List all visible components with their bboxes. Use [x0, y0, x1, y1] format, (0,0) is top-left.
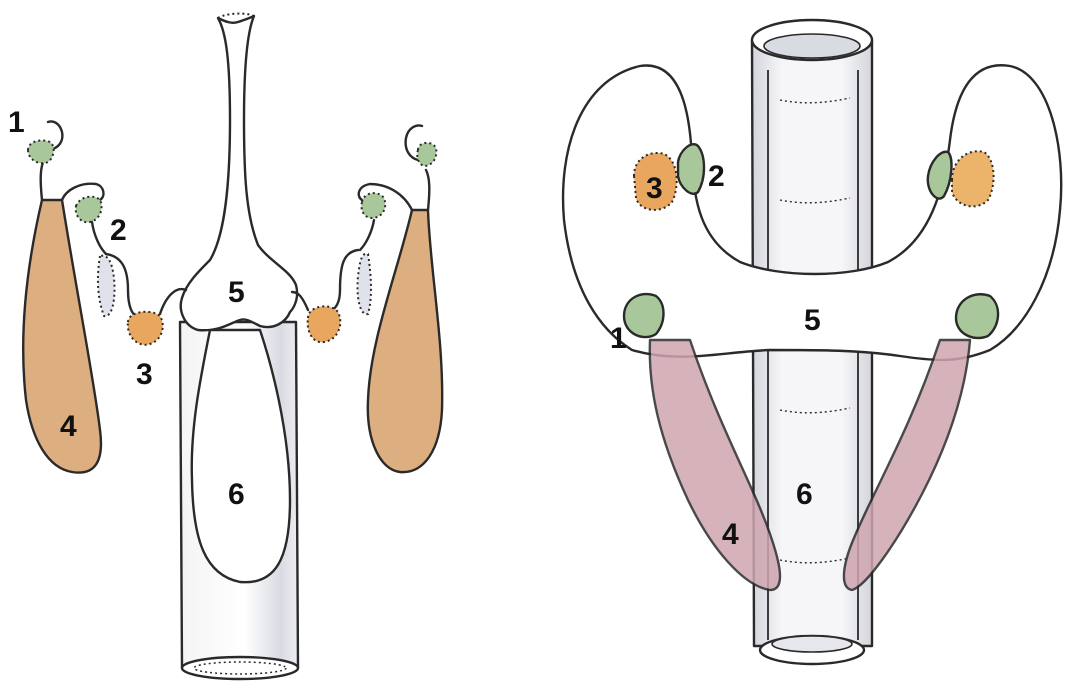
left-label-4: 4	[60, 410, 77, 443]
left-label-5: 5	[228, 276, 245, 309]
right-label-4: 4	[722, 518, 739, 551]
right-part-3-right	[952, 151, 994, 206]
left-grey-sac-left	[98, 256, 115, 316]
left-figure: 1 2 3 4 5 6	[8, 14, 442, 679]
right-label-5: 5	[804, 304, 821, 337]
left-part-2-left	[76, 197, 102, 223]
right-part-2-left	[678, 144, 704, 194]
left-label-3: 3	[136, 358, 153, 391]
right-label-1: 1	[610, 322, 627, 355]
left-part-3-right	[308, 306, 341, 342]
left-label-6: 6	[228, 478, 245, 511]
left-part-2-right	[361, 193, 385, 218]
right-label-6: 6	[796, 478, 813, 511]
left-part-1-left	[28, 140, 54, 163]
right-figure: 1 2 3 4 5 6	[563, 20, 1061, 664]
right-part-1-left	[624, 294, 664, 337]
left-part-4-right	[368, 210, 442, 472]
right-label-2: 2	[708, 160, 725, 193]
right-part-1-right	[956, 294, 998, 338]
left-label-1: 1	[8, 106, 25, 139]
left-part-3-left	[128, 312, 163, 345]
left-part-1-right	[417, 143, 436, 166]
right-label-3: 3	[646, 172, 663, 205]
left-label-2: 2	[110, 214, 127, 247]
left-grey-sac-right	[357, 254, 371, 314]
